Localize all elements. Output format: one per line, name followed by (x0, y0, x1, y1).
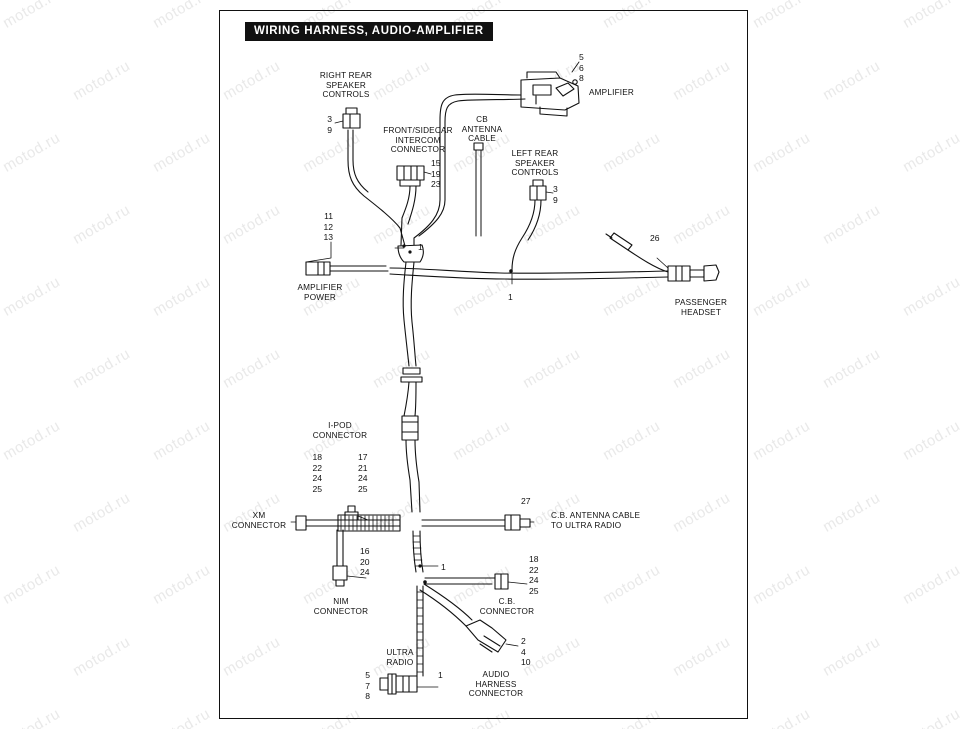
callout-amplifier-power: 11 12 13 (323, 211, 333, 242)
callout-audio-harness-connector: 2 4 10 (521, 636, 531, 667)
label-ipod-connector: I-POD CONNECTOR (312, 421, 368, 440)
callout-amplifier-top: 5 6 8 (579, 52, 584, 83)
callout-cb-antenna-to-radio: 27 (521, 496, 531, 506)
callout-main-trunk-one: 1 (508, 292, 513, 302)
label-cb-antenna-cable-to-ultra-radio: C.B. ANTENNA CABLE TO ULTRA RADIO (551, 511, 641, 530)
page-title: WIRING HARNESS, AUDIO-AMPLIFIER (245, 22, 493, 41)
callout-cb-connector: 18 22 24 25 (529, 554, 539, 596)
callout-mid-branch-one: 1 (418, 242, 423, 252)
label-amplifier: AMPLIFIER (589, 88, 635, 97)
diagram-frame (219, 10, 748, 719)
label-nim-connector: NIM CONNECTOR (313, 597, 369, 616)
callout-passenger-headset: 26 (650, 233, 660, 243)
callout-ipod-left: 18 22 24 25 (312, 452, 322, 494)
callout-ipod-right: 17 21 24 25 (358, 452, 368, 494)
label-audio-harness-connector: AUDIO HARNESS CONNECTOR (468, 670, 524, 699)
callout-ultra-radio-one: 1 (438, 670, 443, 680)
label-ultra-radio: ULTRA RADIO (386, 648, 414, 667)
label-cb-connector: C.B. CONNECTOR (479, 597, 535, 616)
callout-right-rear-speaker: 3 9 (327, 114, 332, 135)
label-amplifier-power: AMPLIFIER POWER (297, 283, 343, 302)
label-right-rear-speaker-controls: RIGHT REAR SPEAKER CONTROLS (319, 71, 373, 100)
callout-front-sidecar-intercom: 15 19 23 (431, 158, 441, 189)
callout-lower-trunk-one: 1 (441, 562, 446, 572)
callout-left-rear-speaker: 3 9 (553, 184, 558, 205)
callout-nim-connector: 16 20 24 (360, 546, 370, 577)
label-passenger-headset: PASSENGER HEADSET (674, 298, 728, 317)
callout-ultra-radio-left: 5 7 8 (365, 670, 370, 701)
label-left-rear-speaker-controls: LEFT REAR SPEAKER CONTROLS (511, 149, 559, 178)
label-cb-antenna-cable: CB ANTENNA CABLE (461, 115, 503, 144)
label-xm-connector: XM CONNECTOR (231, 511, 287, 530)
label-front-sidecar-intercom-connector: FRONT/SIDECAR INTERCOM CONNECTOR (383, 126, 453, 155)
